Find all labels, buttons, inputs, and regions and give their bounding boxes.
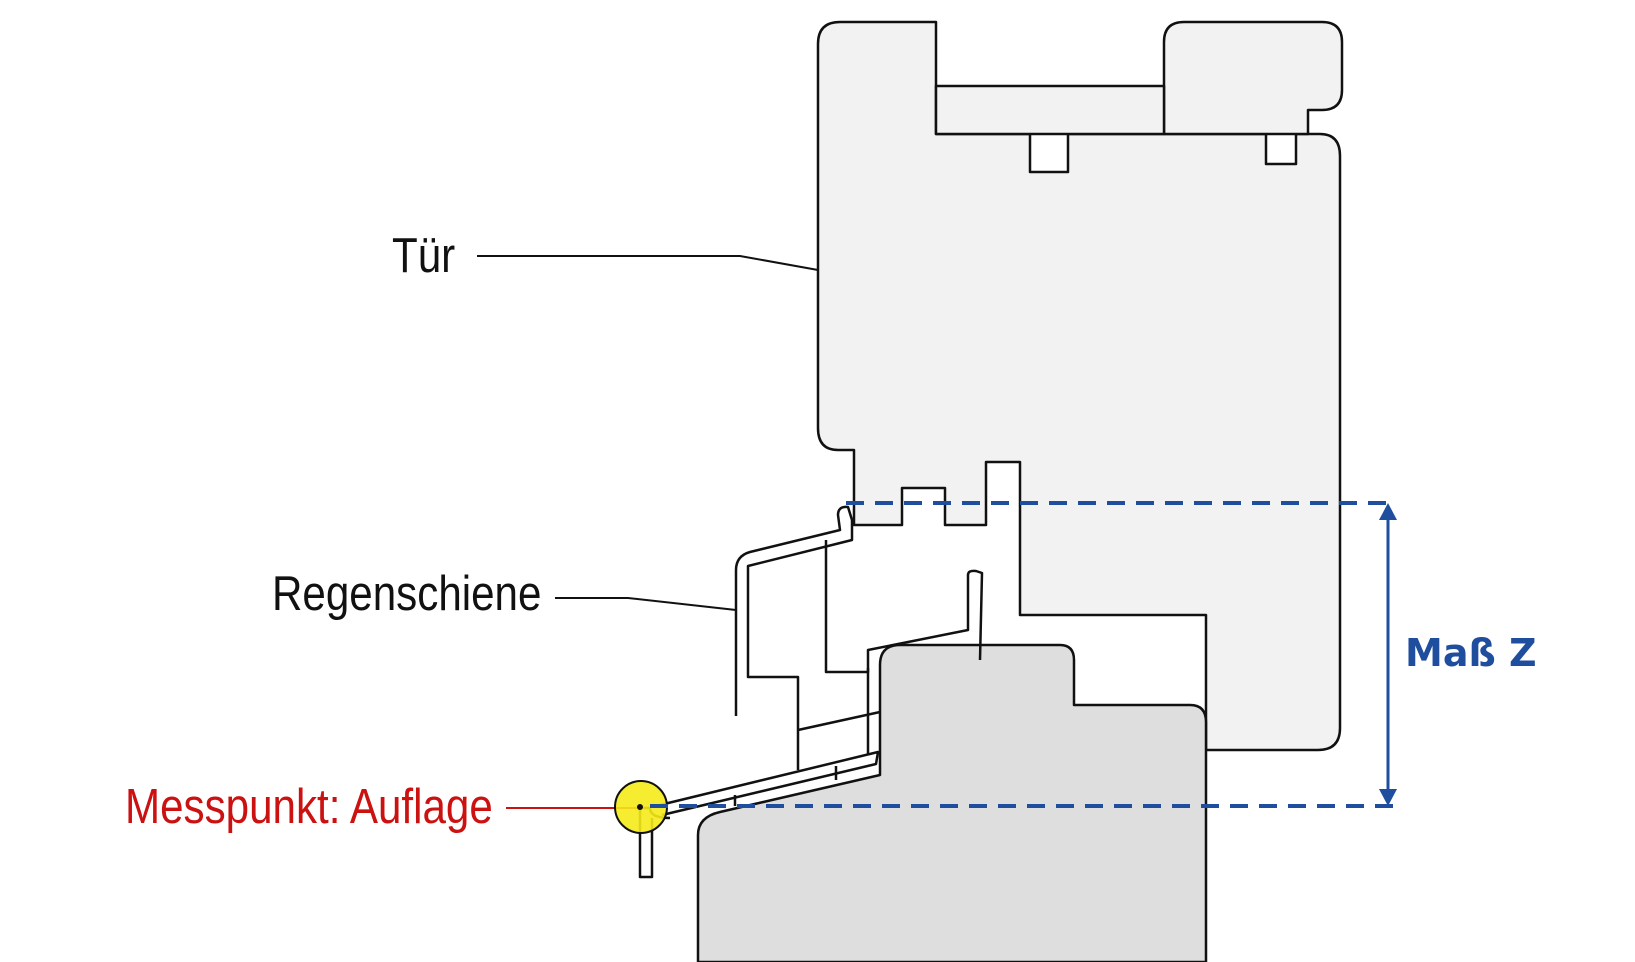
rain-rail-inner (824, 540, 984, 674)
leader-tuer (477, 255, 819, 271)
label-mass-z: Maß Z (1405, 631, 1537, 675)
dimension-arrow-head-bottom (1379, 789, 1397, 806)
label-messpunkt: Messpunkt: Auflage (125, 780, 493, 834)
dimension-arrow-head-top (1379, 503, 1397, 520)
rain-rail-slope (659, 750, 880, 817)
door-top-connector (934, 84, 1166, 136)
measure-point-dot (637, 804, 643, 810)
sill-profile (696, 643, 1208, 962)
door-sash (816, 20, 1342, 752)
leader-regenschiene (555, 597, 737, 611)
label-regenschiene: Regenschiene (272, 567, 542, 621)
rain-rail-web (733, 668, 881, 806)
door-frame-top (1162, 20, 1344, 136)
rain-rail-outer (734, 505, 854, 770)
label-tuer: Tür (392, 229, 456, 283)
